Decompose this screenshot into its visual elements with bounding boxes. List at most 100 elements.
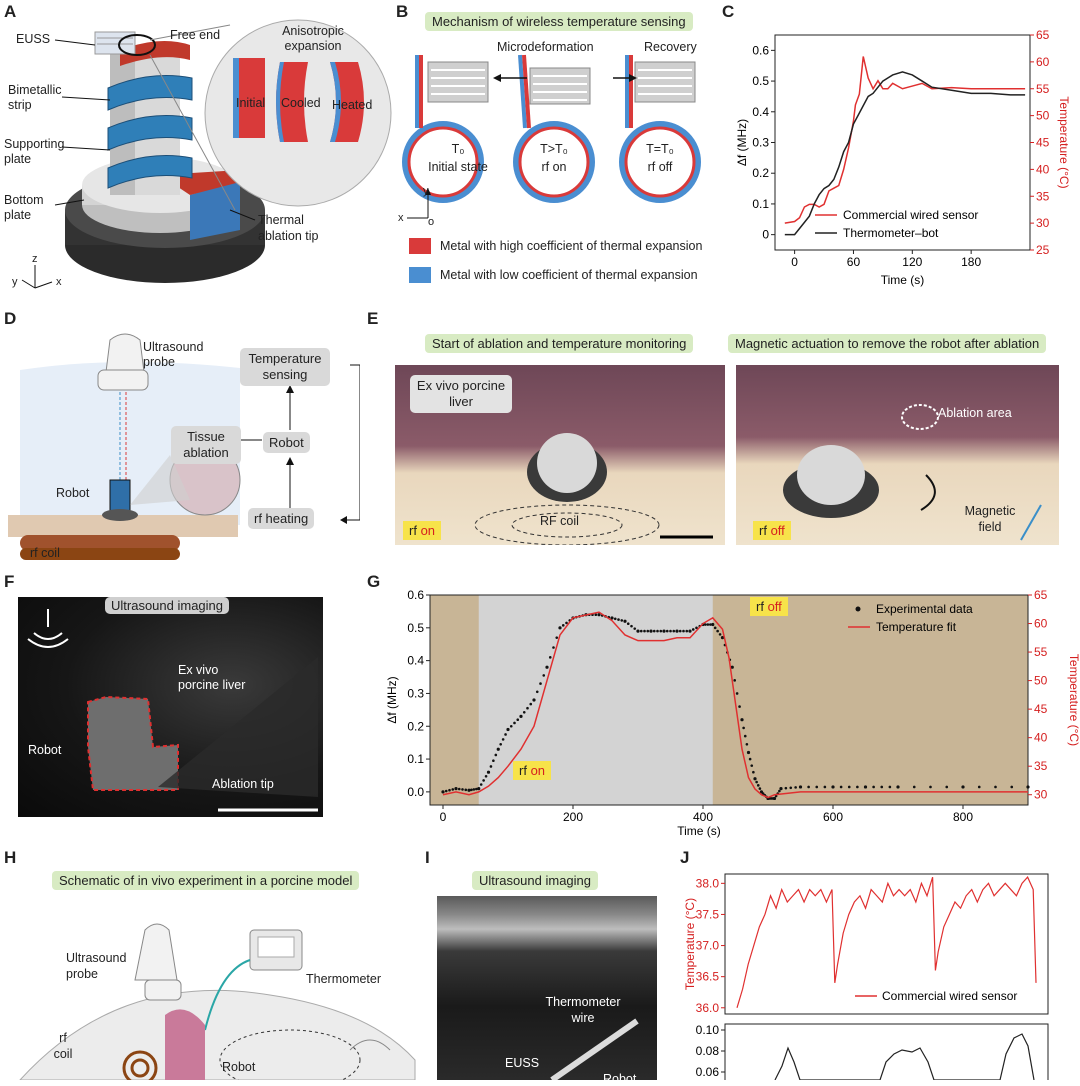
h-thermometer: Thermometer <box>306 972 382 986</box>
h-illustration <box>19 923 416 1080</box>
data-point <box>662 629 666 633</box>
data-point <box>656 629 659 633</box>
panel-a-illustration <box>21 19 392 289</box>
d-robot: Robot <box>56 486 90 500</box>
data-point <box>470 788 473 792</box>
data-point <box>558 626 562 630</box>
series-line <box>784 71 1026 236</box>
y-tick-label: 0.08 <box>696 1044 720 1058</box>
data-point <box>561 624 565 627</box>
panel-label-j: J <box>680 848 690 867</box>
data-point <box>807 785 810 789</box>
data-point <box>730 665 734 669</box>
panel-b-illustration <box>402 54 701 283</box>
y-tick-label: 0.6 <box>407 588 424 602</box>
label-initial: Initial <box>236 96 266 110</box>
data-point <box>945 785 949 789</box>
data-point <box>682 629 685 633</box>
data-point <box>743 734 747 738</box>
legend-high-expansion: Metal with high coefficient of thermal e… <box>440 239 703 253</box>
data-point <box>746 750 751 755</box>
y-axis-label: Temperature (°C) <box>683 898 697 990</box>
b-axis-y: y <box>423 185 429 197</box>
label-recovery: Recovery <box>644 40 697 54</box>
label-microdeformation: Microdeformation <box>497 40 594 54</box>
data-point <box>740 718 744 722</box>
f-title: Ultrasound imaging <box>105 597 230 614</box>
plot-frame <box>429 594 1029 806</box>
y-tick-label: 0.10 <box>696 1023 720 1037</box>
data-point <box>630 624 633 628</box>
e-off: off <box>770 523 785 538</box>
y-tick-label: 36.0 <box>696 1001 720 1015</box>
data-point <box>704 623 707 626</box>
data-point <box>695 626 698 630</box>
data-point <box>880 785 884 789</box>
panel-label-a: A <box>4 2 17 21</box>
e-rf-coil: RF coil <box>540 514 579 528</box>
y-tick-label: 0.4 <box>407 654 424 668</box>
data-point <box>529 702 533 706</box>
series-line-lower <box>774 1033 1035 1080</box>
y-tick-label: 0.2 <box>752 166 769 180</box>
panel-label-i: I <box>425 848 430 867</box>
panel-d-illustration <box>8 333 360 560</box>
x-tick-label: 120 <box>902 255 922 269</box>
y-tick-label: 0.3 <box>752 136 769 150</box>
data-point <box>526 706 529 710</box>
data-point <box>798 785 803 789</box>
y2-tick-label: 45 <box>1034 702 1048 716</box>
data-point <box>961 785 965 789</box>
i-euss: EUSS <box>505 1056 540 1070</box>
y-tick-label: 0.06 <box>696 1065 720 1079</box>
data-point <box>888 785 892 789</box>
y-tick-label: 37.5 <box>696 907 720 921</box>
data-point <box>496 747 500 751</box>
data-point <box>659 629 663 633</box>
data-point <box>794 786 797 789</box>
data-point <box>467 788 471 792</box>
panel-b-title: Mechanism of wireless temperature sensin… <box>425 12 693 31</box>
data-point <box>779 786 783 791</box>
data-point <box>613 617 617 621</box>
state2-label: rf on <box>541 160 567 174</box>
data-point <box>771 797 775 800</box>
data-point <box>639 629 643 633</box>
series-line <box>784 56 1026 224</box>
data-point <box>718 633 722 636</box>
panel-label-h: H <box>4 848 17 867</box>
y2-tick-label: 65 <box>1036 28 1050 42</box>
y-tick-label: 0.0 <box>407 785 424 799</box>
data-point <box>610 616 614 620</box>
y-axis-label: Δf (MHz) <box>385 676 399 723</box>
panel-label-d: D <box>4 309 17 328</box>
y2-tick-label: 45 <box>1036 136 1050 150</box>
data-point <box>448 788 451 792</box>
data-point <box>977 785 981 789</box>
data-point <box>896 785 900 789</box>
data-point <box>748 757 752 761</box>
y-tick-label: 0 <box>762 228 769 242</box>
x-tick-label: 60 <box>847 255 861 269</box>
data-point <box>745 742 749 746</box>
y-tick-label: 36.5 <box>696 970 720 984</box>
y2-tick-label: 40 <box>1034 731 1048 745</box>
f-ultrasound-image <box>18 597 323 817</box>
y2-tick-label: 65 <box>1034 588 1048 602</box>
d-probe: Ultrasound probe <box>143 340 204 369</box>
y-tick-label: 38.0 <box>696 876 720 890</box>
data-point <box>789 786 793 790</box>
y2-tick-label: 60 <box>1036 55 1050 69</box>
data-point <box>499 742 502 746</box>
data-point <box>758 787 762 790</box>
data-point <box>847 785 851 789</box>
x-tick-label: 200 <box>563 810 583 824</box>
data-point <box>472 788 476 791</box>
label-anisotropic: Anisotropic expansion <box>282 24 344 53</box>
legend-label: Commercial wired sensor <box>843 208 978 222</box>
i-ultrasound-image <box>437 896 657 1083</box>
data-point <box>516 718 520 721</box>
g-off: off <box>767 599 782 614</box>
d-temp-sensing: Temperature sensing <box>240 348 330 386</box>
